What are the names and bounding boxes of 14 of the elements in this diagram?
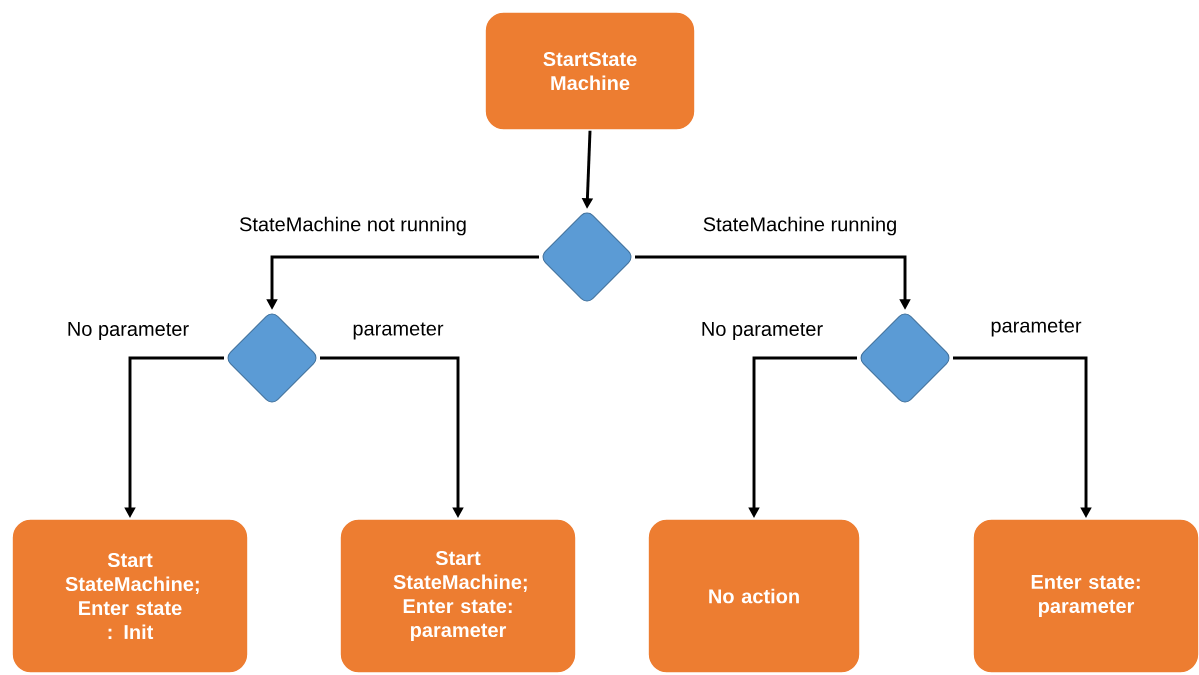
edge-label: No parameter bbox=[68, 322, 189, 340]
process-box: Enter state: parameter bbox=[972, 518, 1199, 674]
process-box: Start StateMachine; Enter state: parameter bbox=[339, 518, 577, 674]
decision-diamond bbox=[860, 313, 950, 403]
edge-label: StateMachine running bbox=[703, 216, 896, 236]
edge-label: StateMachine not running bbox=[239, 216, 466, 236]
process-box: StartState Machine bbox=[484, 11, 696, 131]
process-box: Start StateMachine; Enter state : Init bbox=[11, 518, 249, 674]
decision-diamond bbox=[542, 212, 632, 302]
edge-label: parameter bbox=[353, 322, 444, 340]
process-box: No action bbox=[647, 518, 861, 674]
edge-label: No parameter bbox=[702, 322, 823, 340]
decision-diamond bbox=[227, 313, 317, 403]
edge-label: parameter bbox=[991, 319, 1082, 337]
